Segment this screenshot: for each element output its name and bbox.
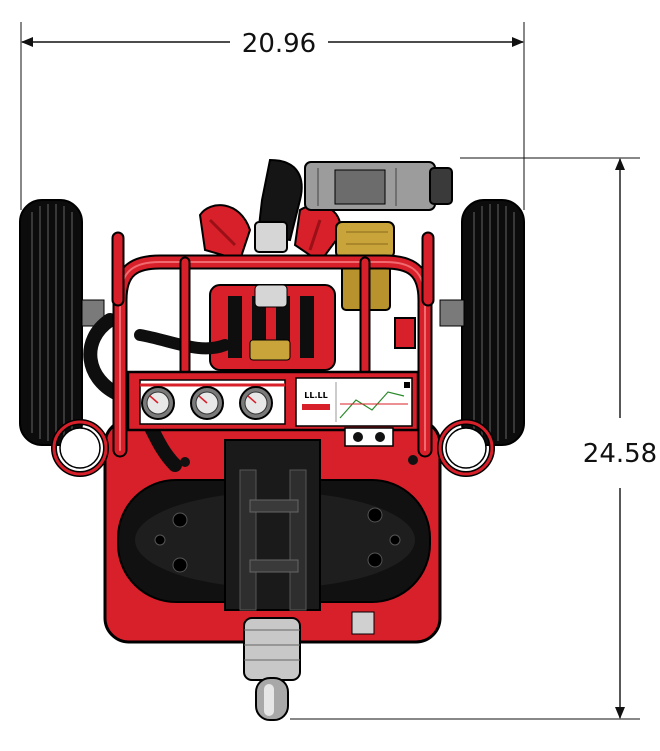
left-wheel — [19, 199, 105, 446]
fitting-right — [408, 455, 418, 465]
width-dimension-value: 20.96 — [242, 29, 316, 59]
height-dimension-value: 24.58 — [583, 439, 657, 469]
left-lift-ring — [51, 419, 109, 477]
panel-label-title: LL.LL — [304, 391, 327, 400]
rear-handle-mount — [224, 439, 321, 611]
drain-block — [351, 611, 375, 635]
machine-top-view: LL.LL — [19, 158, 525, 721]
fan-shroud — [198, 204, 342, 264]
gauge-right — [239, 386, 273, 420]
right-lift-ring — [437, 419, 495, 477]
pump-assembly — [209, 284, 336, 371]
height-dimension: 24.58 — [290, 157, 657, 720]
regulator-knobs — [344, 427, 394, 447]
fitting-left — [180, 457, 190, 467]
gauge-center — [190, 386, 224, 420]
intake-coupler — [254, 221, 288, 253]
valve-manifold — [304, 161, 453, 211]
right-wheel — [439, 199, 525, 446]
roll-cage-frame — [111, 231, 435, 458]
width-dimension: 20.96 — [20, 22, 525, 210]
right-switch-box — [394, 317, 416, 349]
tow-handle — [243, 617, 301, 721]
gauge-left — [141, 386, 175, 420]
